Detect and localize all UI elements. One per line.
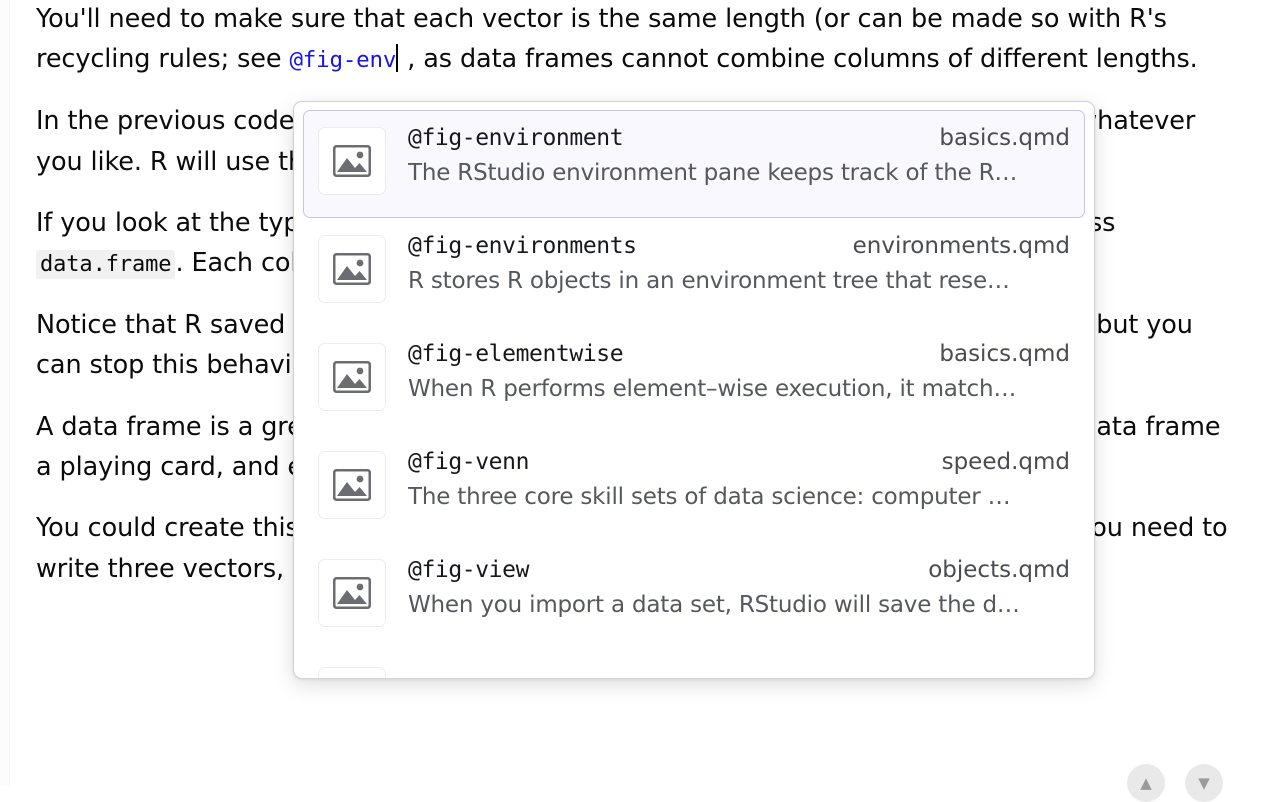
completion-item-file: objects.qmd <box>928 557 1070 583</box>
image-placeholder-icon <box>318 235 386 303</box>
completion-item-description: When R performs element–wise execution, … <box>408 376 1070 402</box>
scroll-up-button[interactable]: ▲ <box>1127 764 1165 802</box>
paragraph-text: , as data frames cannot combine columns … <box>399 44 1197 74</box>
completion-item-id: @fig-environment <box>408 125 623 151</box>
image-placeholder-icon <box>318 559 386 627</box>
completion-item-file: environments.qmd <box>853 233 1070 259</box>
text-cursor <box>396 44 398 72</box>
completion-item-header: @fig-view objects.qmd <box>408 557 1070 583</box>
cross-reference-token: @fig-env <box>289 47 396 73</box>
image-placeholder-icon <box>318 667 386 679</box>
floating-button-row[interactable]: ▲ ▼ <box>1127 764 1223 802</box>
completion-item-id: @fig-venn <box>408 449 529 475</box>
completion-item-file: basics.qmd <box>939 125 1070 151</box>
completion-item-description: When you import a data set, RStudio will… <box>408 592 1070 618</box>
completion-item-header: @fig-environments environments.qmd <box>408 233 1070 259</box>
scroll-down-button[interactable]: ▼ <box>1185 764 1223 802</box>
image-placeholder-icon <box>318 127 386 195</box>
image-placeholder-icon <box>318 343 386 411</box>
completion-item-id: @fig-elementwise <box>408 341 623 367</box>
inline-code: data.frame <box>36 250 175 279</box>
completion-item-description: R stores R objects in an environment tre… <box>408 268 1070 294</box>
completion-item-id: @fig-environments <box>408 233 637 259</box>
editor-gutter <box>0 0 10 786</box>
image-placeholder-icon <box>318 451 386 519</box>
completion-item[interactable] <box>303 650 1085 679</box>
completion-item-file: speed.qmd <box>942 449 1070 475</box>
completion-item-header: @fig-venn speed.qmd <box>408 449 1070 475</box>
paragraph-1: You'll need to make sure that each vecto… <box>36 0 1236 80</box>
completion-item-text: @fig-environments environments.qmd R store… <box>408 231 1070 294</box>
completion-item-file: basics.qmd <box>939 341 1070 367</box>
completion-item-header: @fig-elementwise basics.qmd <box>408 341 1070 367</box>
completion-item-text <box>408 663 1070 674</box>
completion-item-id: @fig-view <box>408 557 529 583</box>
completion-item-header: @fig-environment basics.qmd <box>408 125 1070 151</box>
completion-item-description: The RStudio environment pane keeps track… <box>408 160 1070 186</box>
completion-item[interactable]: @fig-environments environments.qmd R store… <box>303 218 1085 326</box>
completion-item-description: The three core skill sets of data scienc… <box>408 484 1070 510</box>
